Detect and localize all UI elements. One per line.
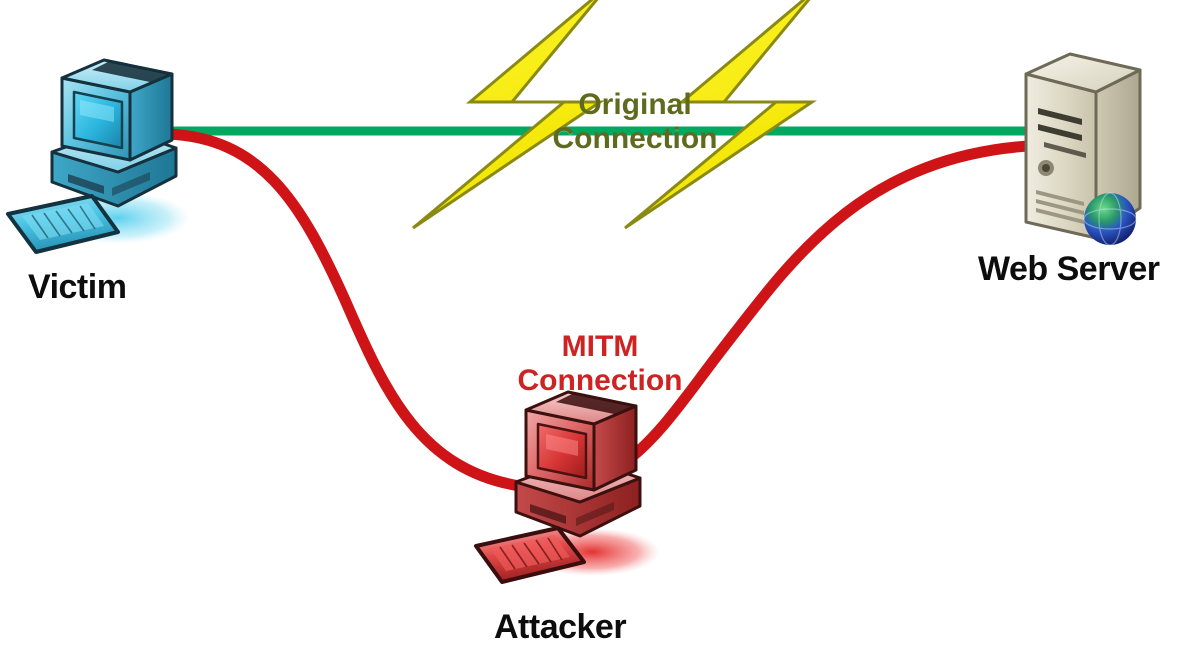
mitm-connection-label-line1: MITM — [561, 330, 639, 363]
globe-icon — [1083, 192, 1137, 246]
victim-label: Victim — [28, 268, 127, 306]
original-connection-label-line1: Original — [578, 88, 692, 121]
webserver-label: Web Server — [978, 250, 1160, 288]
attacker-computer-icon — [474, 390, 660, 584]
lightning-bolt-left-icon — [412, 0, 605, 230]
attacker-keyboard-icon — [474, 526, 586, 584]
mitm-connection-label-line2: Connection — [517, 363, 683, 397]
lightning-bolt-right-icon — [624, 0, 817, 230]
webserver-tower-icon — [1024, 52, 1142, 246]
mitm-connection-label: MITM Connection — [480, 330, 720, 397]
attacker-label: Attacker — [494, 608, 627, 646]
original-connection-label-line2: Connection — [552, 121, 718, 155]
victim-keyboard-icon — [6, 194, 120, 254]
original-connection-label: Original Connection — [515, 88, 755, 155]
victim-computer-icon — [6, 58, 190, 254]
